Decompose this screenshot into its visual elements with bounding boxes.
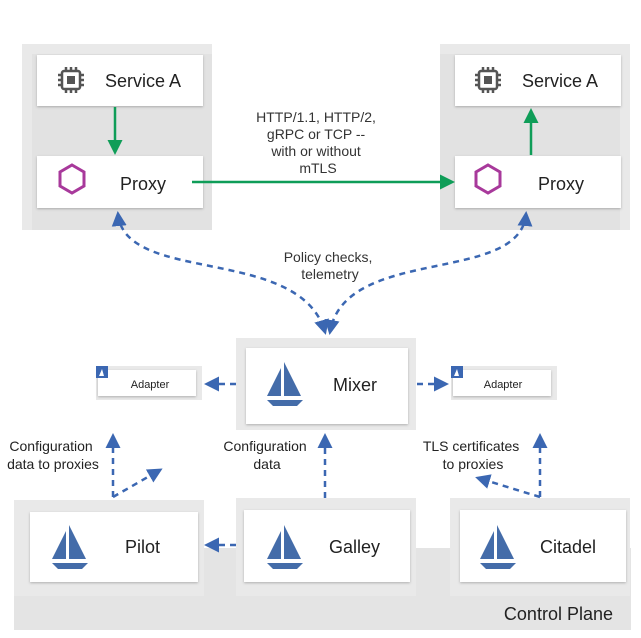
galley-label: Galley — [329, 537, 380, 557]
adapter-card-left: Adapter — [96, 366, 202, 400]
pilot-note: Configuration data to proxies — [7, 438, 99, 472]
citadel-card: Citadel — [450, 498, 630, 596]
proxy-label-right: Proxy — [538, 174, 584, 194]
pod-right: Service A Proxy — [440, 44, 630, 230]
citadel-diagonal-arrow — [475, 474, 541, 499]
service-card-left: Service A — [37, 55, 203, 106]
galley-card: Galley — [236, 498, 416, 596]
policy-label: Policy checks, telemetry — [284, 249, 377, 282]
chip-icon — [473, 65, 503, 95]
service-label-left: Service A — [105, 71, 181, 91]
proxy-card-left: Proxy — [37, 156, 203, 208]
proxy-label-left: Proxy — [120, 174, 166, 194]
traffic-label: HTTP/1.1, HTTP/2, gRPC or TCP -- with or… — [256, 109, 380, 176]
service-card-right: Service A — [455, 55, 621, 106]
service-label-right: Service A — [522, 71, 598, 91]
proxy-hexagon-icon — [58, 163, 86, 195]
mixer-label: Mixer — [333, 375, 377, 395]
mixer-card: Mixer — [236, 338, 416, 430]
pilot-diagonal-arrow — [112, 468, 163, 499]
adapter-label-left: Adapter — [131, 379, 170, 391]
proxy-card-right: Proxy — [455, 156, 621, 208]
galley-note: Configuration data — [223, 438, 310, 472]
policy-arrow-right — [324, 211, 533, 335]
adapter-card-right: Adapter — [451, 366, 557, 400]
citadel-label: Citadel — [540, 537, 596, 557]
citadel-note: TLS certificates to proxies — [423, 438, 523, 472]
chip-icon — [56, 65, 86, 95]
pod-left: Service A Proxy — [22, 44, 212, 230]
pilot-label: Pilot — [125, 537, 160, 557]
policy-arrow-left — [111, 211, 329, 335]
proxy-hexagon-icon — [474, 163, 502, 195]
control-plane-label: Control Plane — [504, 604, 613, 624]
pilot-card: Pilot — [14, 500, 204, 596]
adapter-label-right: Adapter — [484, 379, 523, 391]
